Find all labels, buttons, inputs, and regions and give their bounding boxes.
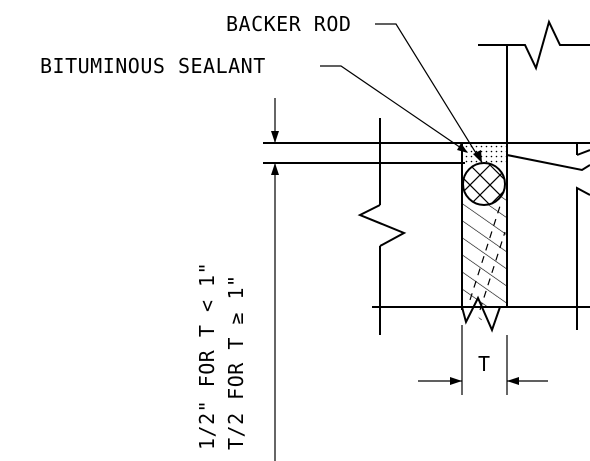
upper-break-line: [478, 19, 590, 143]
bituminous-sealant-label: BITUMINOUS SEALANT: [40, 54, 266, 78]
backer-rod-leader: [375, 23, 482, 163]
joint-filler: [461, 143, 508, 333]
t-dimension: [418, 325, 548, 395]
depth-note-line1: 1/2" FOR T < 1": [195, 262, 219, 450]
depth-note-line2: T/2 FOR T ≥ 1": [224, 274, 248, 450]
sealant-leader: [320, 65, 468, 153]
t-dimension-label: T: [478, 352, 491, 376]
bituminous-sealant: [463, 144, 506, 163]
right-slab-outline: [506, 143, 590, 330]
backer-rod-label: BACKER ROD: [226, 12, 351, 36]
depth-dimension: [271, 98, 279, 461]
